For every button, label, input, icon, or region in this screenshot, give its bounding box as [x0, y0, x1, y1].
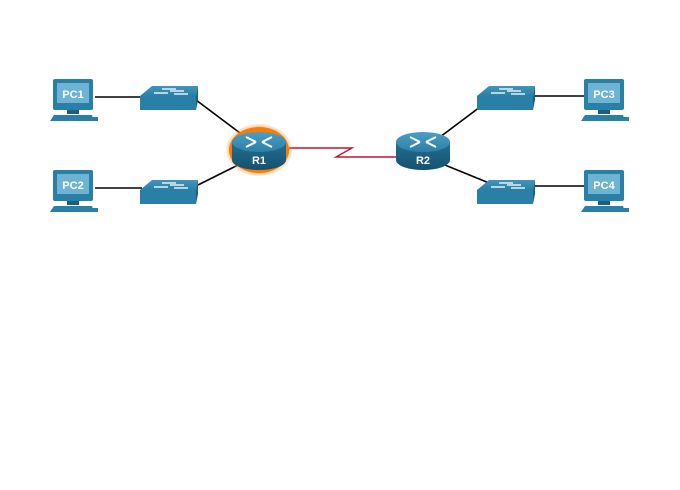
switch-icon — [140, 180, 198, 190]
switch-s2[interactable] — [140, 180, 198, 204]
link-s2-r1 — [197, 164, 239, 186]
link-r2-s3 — [439, 103, 485, 138]
links-layer — [95, 95, 585, 189]
router-arrows-icon — [245, 136, 273, 148]
switch-icon — [477, 86, 535, 96]
switch-arrows-icon — [491, 182, 525, 189]
switch-s4[interactable] — [477, 180, 535, 204]
pc3[interactable]: PC3 — [581, 79, 629, 121]
router-icon — [232, 132, 286, 152]
router-r1[interactable]: R1 — [226, 124, 292, 176]
pc1-label: PC1 — [62, 89, 83, 101]
r2-label: R2 — [416, 155, 430, 167]
pc-screen — [57, 83, 89, 103]
keyboard-icon — [581, 206, 625, 212]
mouse-icon — [92, 117, 98, 121]
mouse-icon — [92, 208, 98, 212]
switch-arrows-icon — [491, 88, 525, 95]
pc2[interactable]: PC2 — [50, 170, 98, 212]
pc1[interactable]: PC1 — [50, 79, 98, 121]
pc2-label: PC2 — [62, 180, 83, 192]
switch-s1[interactable] — [140, 86, 198, 110]
router-icon — [396, 132, 450, 152]
pc-screen — [588, 174, 620, 194]
switch-icon — [140, 86, 198, 96]
router-arrows-icon — [409, 136, 437, 148]
pc-screen — [588, 83, 620, 103]
pc4[interactable]: PC4 — [581, 170, 629, 212]
link-r1-r2-serial — [288, 147, 397, 158]
switch-arrows-icon — [154, 182, 188, 189]
link-r2-s4 — [439, 162, 495, 186]
keyboard-icon — [50, 206, 94, 212]
pc-screen — [57, 174, 89, 194]
pc4-label: PC4 — [593, 180, 615, 192]
keyboard-icon — [581, 115, 625, 121]
pc3-label: PC3 — [593, 89, 614, 101]
switch-arrows-icon — [154, 88, 188, 95]
router-r2[interactable]: R2 — [396, 132, 450, 170]
mouse-icon — [623, 117, 629, 121]
link-s1-r1 — [195, 99, 241, 134]
keyboard-icon — [50, 115, 94, 121]
r1-label: R1 — [252, 155, 266, 167]
switch-s3[interactable] — [477, 86, 535, 110]
mouse-icon — [623, 208, 629, 212]
